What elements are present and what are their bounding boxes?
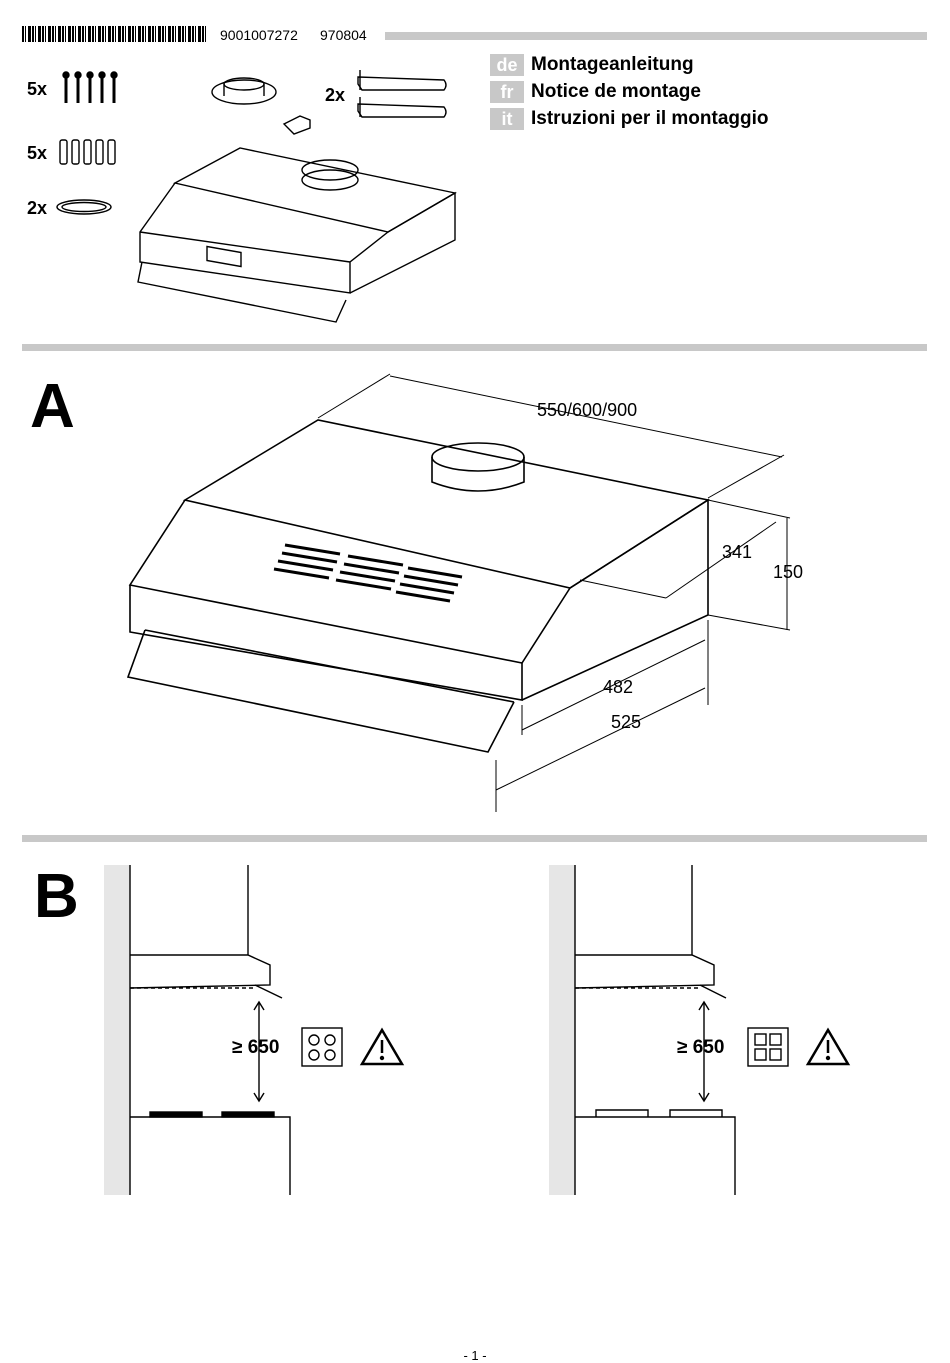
language-badge: fr (490, 81, 524, 103)
wall-plug-icon (59, 139, 116, 165)
section-divider-b (22, 835, 927, 842)
filter-qty: 2x (27, 198, 48, 218)
plugs-qty: 5x (27, 143, 48, 163)
language-title: Istruzioni per il montaggio (531, 108, 769, 129)
language-badge: de (490, 54, 524, 76)
dim-depth-outer: 525 (611, 712, 642, 732)
dim-depth-inner: 482 (603, 677, 634, 697)
small-hood-icon (137, 147, 457, 323)
section-label-b: B (34, 862, 79, 931)
language-title: Notice de montage (531, 81, 701, 102)
filter-ring-icon (56, 199, 112, 215)
clearance-drawing (104, 865, 851, 1195)
date-code: 970804 (320, 27, 367, 43)
mounting-bracket-icon (357, 70, 447, 118)
language-badge: it (490, 108, 524, 130)
dim-height: 150 (773, 562, 804, 582)
duct-ring-icon (211, 77, 277, 105)
dim-width: 550/600/900 (537, 400, 638, 420)
language-row-it: it Istruzioni per il montaggio (490, 108, 769, 130)
language-row-de: de Montageanleitung (490, 54, 694, 76)
language-title: Montageanleitung (531, 54, 694, 75)
screws-qty: 5x (27, 79, 48, 99)
hood-dimension-drawing (126, 373, 791, 812)
page-number: - 1 - (463, 1348, 487, 1363)
section-divider-a (22, 344, 927, 351)
brackets-qty: 2x (325, 85, 346, 105)
small-bracket-icon (282, 115, 311, 135)
dim-depth-top: 341 (722, 542, 753, 562)
barcode (22, 26, 208, 42)
clearance-right: ≥ 650 (677, 1037, 725, 1058)
clearance-left: ≥ 650 (232, 1037, 280, 1058)
parts-illustration (56, 70, 457, 323)
header-rule (385, 32, 927, 40)
language-row-fr: fr Notice de montage (490, 81, 701, 103)
section-label-a: A (30, 372, 75, 441)
screw-icon (62, 71, 118, 103)
barcode-number: 9001007272 (220, 27, 298, 43)
